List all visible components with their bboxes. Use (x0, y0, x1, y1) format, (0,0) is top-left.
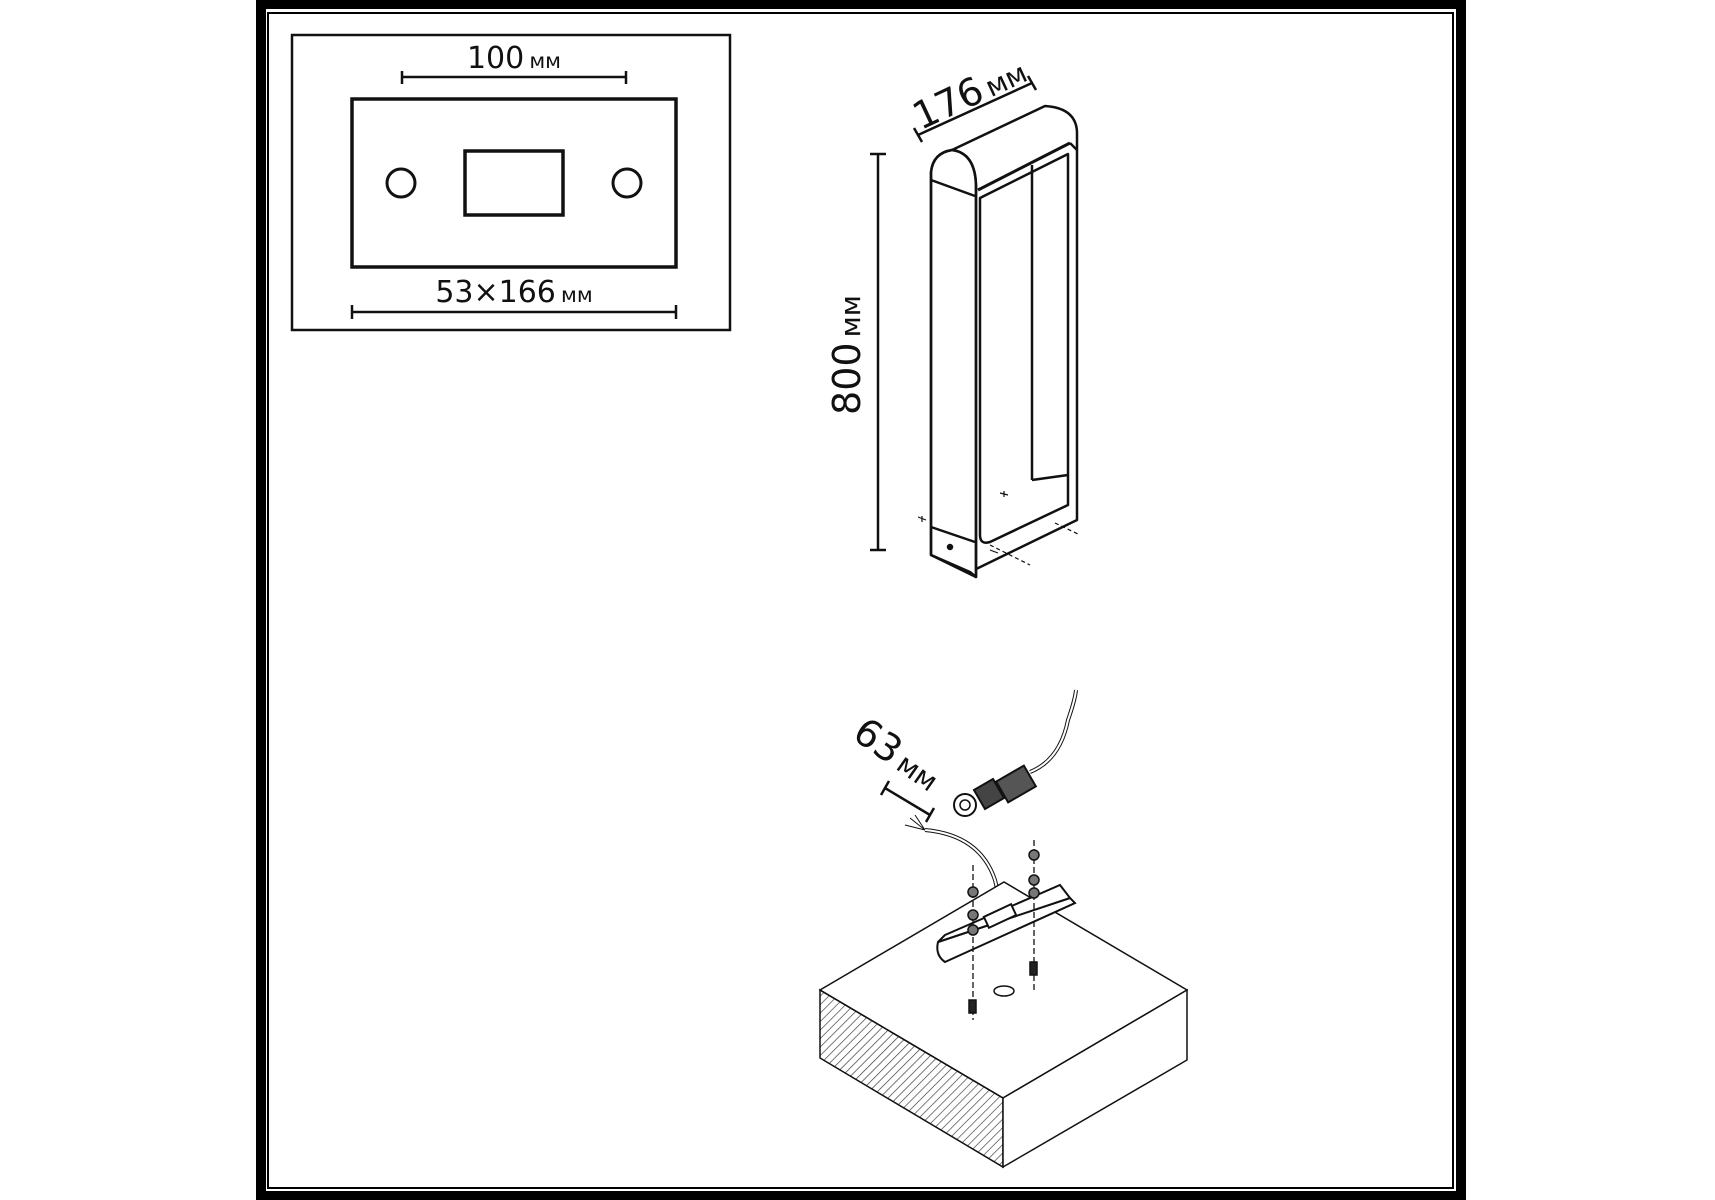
height-dimension-line (870, 152, 886, 552)
anchor-bolt-lines (972, 840, 1035, 1020)
width-dimension-line (912, 75, 1038, 143)
bollard-lamp (917, 104, 1081, 579)
depth-label: 63 мм (846, 709, 950, 800)
mounting-plate-inset (290, 33, 732, 332)
depth-dimension-line (879, 780, 936, 823)
cable-connector (953, 689, 1078, 817)
height-label: 800 мм (825, 295, 869, 415)
plate-size-dimension-line (350, 305, 678, 319)
mounting-hole-right (611, 167, 643, 199)
mounting-hole-left (385, 167, 417, 199)
concrete-foundation (818, 881, 1189, 1169)
hole-spacing-dimension-line (400, 71, 628, 84)
nut-icons (967, 849, 1040, 1014)
cable-opening (463, 149, 565, 217)
screw-icons (917, 491, 1081, 566)
page-frame (256, 0, 1466, 1200)
mounting-bracket (936, 840, 1077, 1020)
hole-spacing-label: 100 мм (467, 41, 561, 76)
plate-size-label: 53×166 мм (435, 275, 592, 310)
